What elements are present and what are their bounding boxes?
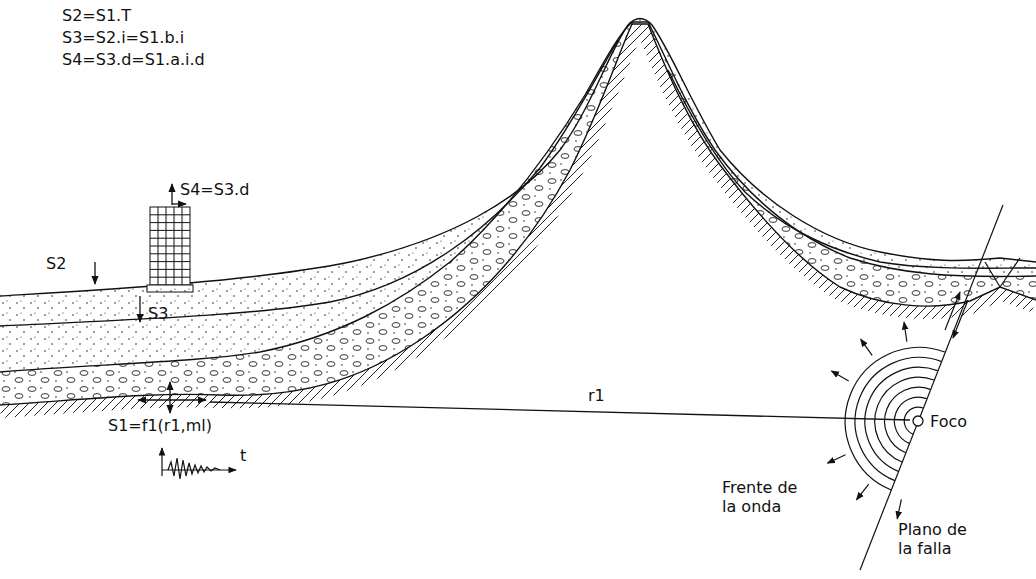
axis-label: t <box>240 446 246 465</box>
wavefront-label: Frente de la onda <box>722 478 806 516</box>
drawing-part <box>139 296 140 322</box>
drawing-part <box>150 207 190 285</box>
building-grid <box>150 246 190 247</box>
bedrock <box>0 24 1036 579</box>
building-grid <box>150 230 190 231</box>
wave-front <box>904 407 923 434</box>
drawing-part <box>0 19 1036 297</box>
focus-point <box>913 416 923 426</box>
drawing-part <box>945 292 960 330</box>
formula-text: S4=S3.d=S1.a.i.d <box>62 50 205 69</box>
wave-ray <box>897 499 901 519</box>
drawing-part <box>169 382 170 413</box>
earthquake-source <box>827 205 1003 570</box>
drawing-part <box>0 22 1036 372</box>
drawing-part <box>138 399 206 400</box>
seismogram <box>162 448 236 479</box>
drawing-part <box>985 258 1020 287</box>
sand-layer <box>0 19 1036 579</box>
formula-text: S3=S2.i=S1.b.i <box>62 28 184 47</box>
foundation <box>147 285 193 292</box>
wave-front <box>855 357 941 480</box>
drawing-part <box>171 184 172 205</box>
wave-front <box>894 397 926 443</box>
drawing-part <box>172 203 186 204</box>
drawing-part <box>953 300 968 338</box>
wave-front <box>845 347 945 489</box>
focus-label: Foco <box>930 412 967 431</box>
signal-label: S2 <box>46 254 66 273</box>
layer-lines <box>0 19 1036 406</box>
signal-label: S1=f1(r1,ml) <box>108 416 212 435</box>
signal-arrows <box>95 184 910 420</box>
fault-label: Plano de la falla <box>898 520 982 558</box>
wave-front <box>865 367 938 471</box>
wave-ray <box>827 455 845 463</box>
drawing-part <box>94 262 95 284</box>
signal-label: S3 <box>148 304 168 323</box>
drawing-part <box>860 205 1003 570</box>
building-grid <box>150 238 190 239</box>
bedrock-hatch <box>0 24 1036 405</box>
building-grid <box>150 269 190 270</box>
building-grid <box>150 253 190 254</box>
wave-ray <box>861 339 872 355</box>
building-grid <box>150 222 190 223</box>
building <box>150 207 190 285</box>
building-grid <box>150 277 190 278</box>
building-grid <box>150 261 190 262</box>
drawing-part <box>0 24 1036 405</box>
building-grid <box>150 214 190 215</box>
formula-text: S2=S1.T <box>62 6 131 25</box>
gravel-layer <box>0 22 1036 579</box>
distance-label: r1 <box>588 386 605 405</box>
drawing-part <box>0 40 618 326</box>
wave-front <box>875 377 934 462</box>
drawing-part <box>161 448 162 476</box>
signal-label: S4=S3.d <box>180 180 249 199</box>
wave-ray <box>831 371 848 381</box>
wave-ray <box>856 484 868 500</box>
drawing-part <box>168 458 220 479</box>
wave-front <box>885 387 931 452</box>
wave-ray <box>904 322 907 342</box>
drawing-part <box>210 402 910 420</box>
